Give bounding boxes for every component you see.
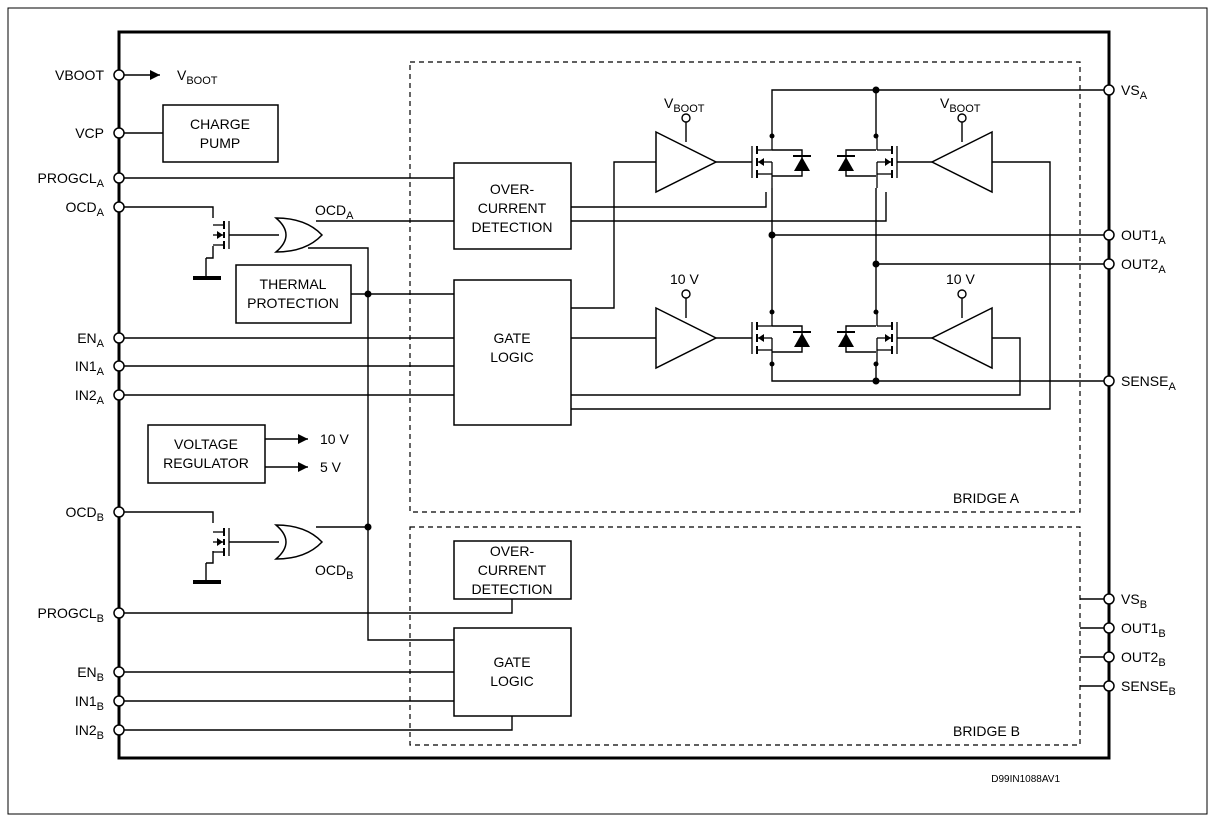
pin-label-in1-b: IN1B — [75, 693, 104, 713]
gate-logic-b-block — [453, 627, 572, 717]
mosfet-high-right — [876, 135, 898, 189]
ocd-a-gate-label: OCDA — [315, 202, 354, 222]
pin-label-ocd-a: OCDA — [66, 199, 105, 219]
pin-circles — [113, 69, 1115, 736]
pin-label-vcp: VCP — [75, 125, 104, 141]
ocd-b-label-3: DETECTION — [472, 581, 553, 597]
driver-low-right — [930, 306, 993, 370]
diode-high-right — [836, 155, 856, 172]
vboot-supply-right — [957, 113, 967, 123]
thermal-protection-block — [235, 264, 352, 324]
ocd-a-transistor — [212, 220, 230, 250]
pin-label-en-b: ENB — [77, 664, 104, 684]
gate-a-label-1: GATE — [493, 330, 530, 346]
pin-label-en-a: ENA — [77, 330, 104, 350]
pin-label-out1-b: OUT1B — [1121, 620, 1166, 640]
ocd-b-label-2: CURRENT — [478, 562, 547, 578]
gate-b-label-1: GATE — [493, 654, 530, 670]
pin-label-out2-b: OUT2B — [1121, 649, 1166, 669]
mosfet-low-left — [751, 311, 773, 365]
vboot-driver-left-label: VBOOT — [664, 95, 705, 115]
overcurrent-detection-b-block — [453, 540, 572, 600]
pin-label-out1-a: OUT1A — [1121, 227, 1166, 247]
pin-label-in2-b: IN2B — [75, 722, 104, 742]
diode-low-right — [836, 331, 856, 348]
charge-pump-label-2: PUMP — [200, 135, 240, 151]
pin-label-sense-b: SENSEB — [1121, 678, 1176, 698]
pin-label-in1-a: IN1A — [75, 358, 105, 378]
mosfet-low-right — [876, 311, 898, 365]
vboot-driver-right-label: VBOOT — [940, 95, 981, 115]
pin-label-vs-a: VSA — [1121, 82, 1148, 102]
ten-v-driver-left-label: 10 V — [670, 271, 699, 287]
diode-low-left — [792, 331, 812, 348]
pin-label-vs-b: VSB — [1121, 591, 1147, 611]
pin-label-progcl-b: PROGCLB — [38, 605, 104, 625]
ten-v-output-label: 10 V — [320, 431, 349, 447]
mosfet-high-left — [751, 135, 773, 189]
ocd-b-label-1: OVER- — [490, 543, 535, 559]
diode-high-left — [792, 155, 812, 172]
wires — [124, 70, 1104, 731]
ocd-b-gate-label: OCDB — [315, 562, 353, 582]
gate-logic-a-block — [453, 279, 572, 426]
pin-label-in2-a: IN2A — [75, 387, 105, 407]
document-id-label: D99IN1088AV1 — [991, 774, 1060, 785]
charge-pump-block — [162, 104, 279, 163]
pin-label-ocd-b: OCDB — [66, 504, 104, 524]
ten-v-supply-right — [957, 289, 967, 299]
bridge-a-label: BRIDGE A — [953, 490, 1020, 506]
ocd-a-label-1: OVER- — [490, 181, 535, 197]
pin-label-sense-a: SENSEA — [1121, 373, 1176, 393]
or-gate-b — [273, 524, 324, 560]
charge-pump-label-1: CHARGE — [190, 116, 250, 132]
ocd-b-transistor — [212, 527, 230, 557]
gate-b-label-2: LOGIC — [490, 673, 534, 689]
or-gate-a — [273, 217, 324, 253]
driver-low-left — [655, 306, 718, 370]
regulator-label-2: REGULATOR — [163, 455, 249, 471]
pin-label-vboot: VBOOT — [55, 67, 104, 83]
overcurrent-detection-a-block — [453, 162, 572, 250]
vboot-output-label: VBOOT — [177, 67, 218, 87]
five-v-output-label: 5 V — [320, 459, 342, 475]
bridge-b-label: BRIDGE B — [953, 723, 1020, 739]
ocd-a-label-2: CURRENT — [478, 200, 547, 216]
bridge-a-region — [409, 61, 1081, 513]
ten-v-supply-left — [681, 289, 691, 299]
ocd-a-label-3: DETECTION — [472, 219, 553, 235]
pin-label-out2-a: OUT2A — [1121, 256, 1166, 276]
bridge-b-region — [409, 526, 1081, 746]
ten-v-driver-right-label: 10 V — [946, 271, 975, 287]
pin-label-progcl-a: PROGCLA — [38, 170, 105, 190]
vboot-supply-left — [681, 113, 691, 123]
thermal-label-2: PROTECTION — [247, 295, 339, 311]
regulator-label-1: VOLTAGE — [174, 436, 238, 452]
driver-high-left — [655, 130, 718, 194]
gate-a-label-2: LOGIC — [490, 349, 534, 365]
thermal-label-1: THERMAL — [260, 276, 327, 292]
voltage-regulator-block — [147, 424, 266, 484]
driver-high-right — [930, 130, 993, 194]
outer-frame — [7, 7, 1208, 815]
